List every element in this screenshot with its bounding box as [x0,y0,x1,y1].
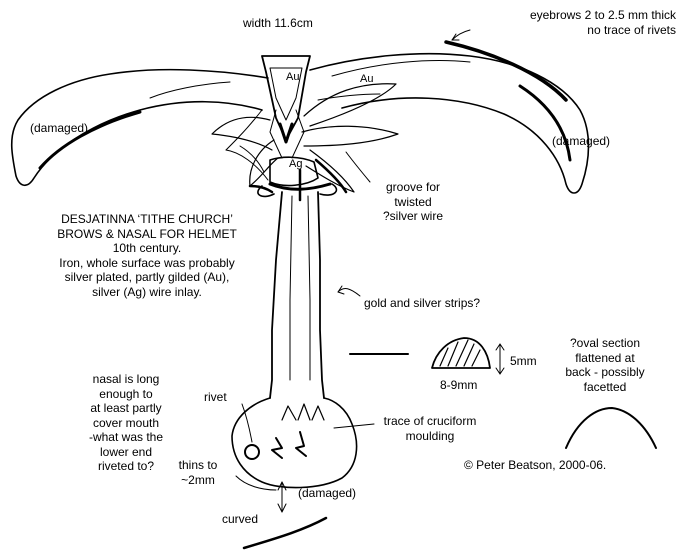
description-line-2: BROWS & NASAL FOR HELMET [57,226,237,241]
section-width-label: 8-9mm [440,378,478,392]
right-eyebrow [309,40,590,194]
au-label-right: Au [360,73,374,85]
oval-line-2: flattened at [575,350,635,365]
description-block: DESJATINNA ‘TITHE CHURCH’ BROWS & NASAL … [32,212,262,299]
oval-line-1: ?oval section [569,336,641,350]
thins-line-1: thins to [178,458,218,472]
cross-section [349,337,505,375]
nasal-line-1: nasal is long [92,372,160,386]
nasal-line-4: cover mouth [92,415,160,430]
eyebrows-line-1: eyebrows 2 to 2.5 mm thick [529,8,676,22]
ag-label: Ag [289,158,303,170]
nasal-note: nasal is long enough to at least partly … [76,372,176,474]
description-line-1: DESJATINNA ‘TITHE CHURCH’ [61,212,233,226]
nasal-line-7: riveted to? [97,459,155,473]
groove-line-3: ?silver wire [382,209,443,223]
thins-note: thins to ~2mm [170,458,226,487]
groove-line-2: twisted [394,194,432,209]
left-eyebrow [10,68,269,187]
copyright-label: © Peter Beatson, 2000-06. [464,458,607,472]
nasal-line-5: -what was the [88,430,164,444]
thins-line-2: ~2mm [181,472,215,487]
cruciform-line-2: moulding [405,428,455,443]
curved-line [242,516,328,550]
rivet-label: rivet [204,390,227,404]
damaged-bottom-label: (damaged) [298,486,357,500]
nasal-guard [269,168,325,399]
cruciform-note: trace of cruciform moulding [370,414,490,443]
left-leaf-decoration [211,116,279,194]
nasal-lower-end [231,397,358,491]
right-leaf-decoration [301,83,399,194]
eyebrows-line-2: no trace of rivets [587,22,676,37]
description-line-4: Iron, whole surface was probably [59,255,235,270]
cruciform-line-1: trace of cruciform [383,414,477,428]
leader-lines [241,29,471,513]
nasal-line-2: enough to [99,386,153,401]
description-line-6: silver (Ag) wire inlay. [92,284,202,299]
curved-label: curved [222,512,259,526]
au-label-center: Au [286,71,300,83]
rivet-hole [244,444,260,460]
oval-line-4: facetted [583,379,627,394]
oval-note: ?oval section flattened at back - possib… [540,336,670,394]
description-line-3: 10th century. [112,241,182,255]
oval-profile [565,407,657,449]
strips-label: gold and silver strips? [364,296,481,310]
eyebrows-note: eyebrows 2 to 2.5 mm thick no trace of r… [476,8,676,37]
damaged-right-label: (damaged) [552,134,611,148]
nasal-line-3: at least partly [90,401,162,415]
width-label: width 11.6cm [243,16,313,30]
damaged-left-label: (damaged) [30,121,89,135]
section-height-label: 5mm [510,354,537,368]
nasal-line-6: lower end [99,444,153,459]
groove-note: groove for twisted ?silver wire [368,180,458,224]
oval-line-3: back - possibly [565,365,645,379]
groove-line-1: groove for [385,180,441,194]
description-line-5: silver plated, partly gilded (Au), [64,270,230,284]
